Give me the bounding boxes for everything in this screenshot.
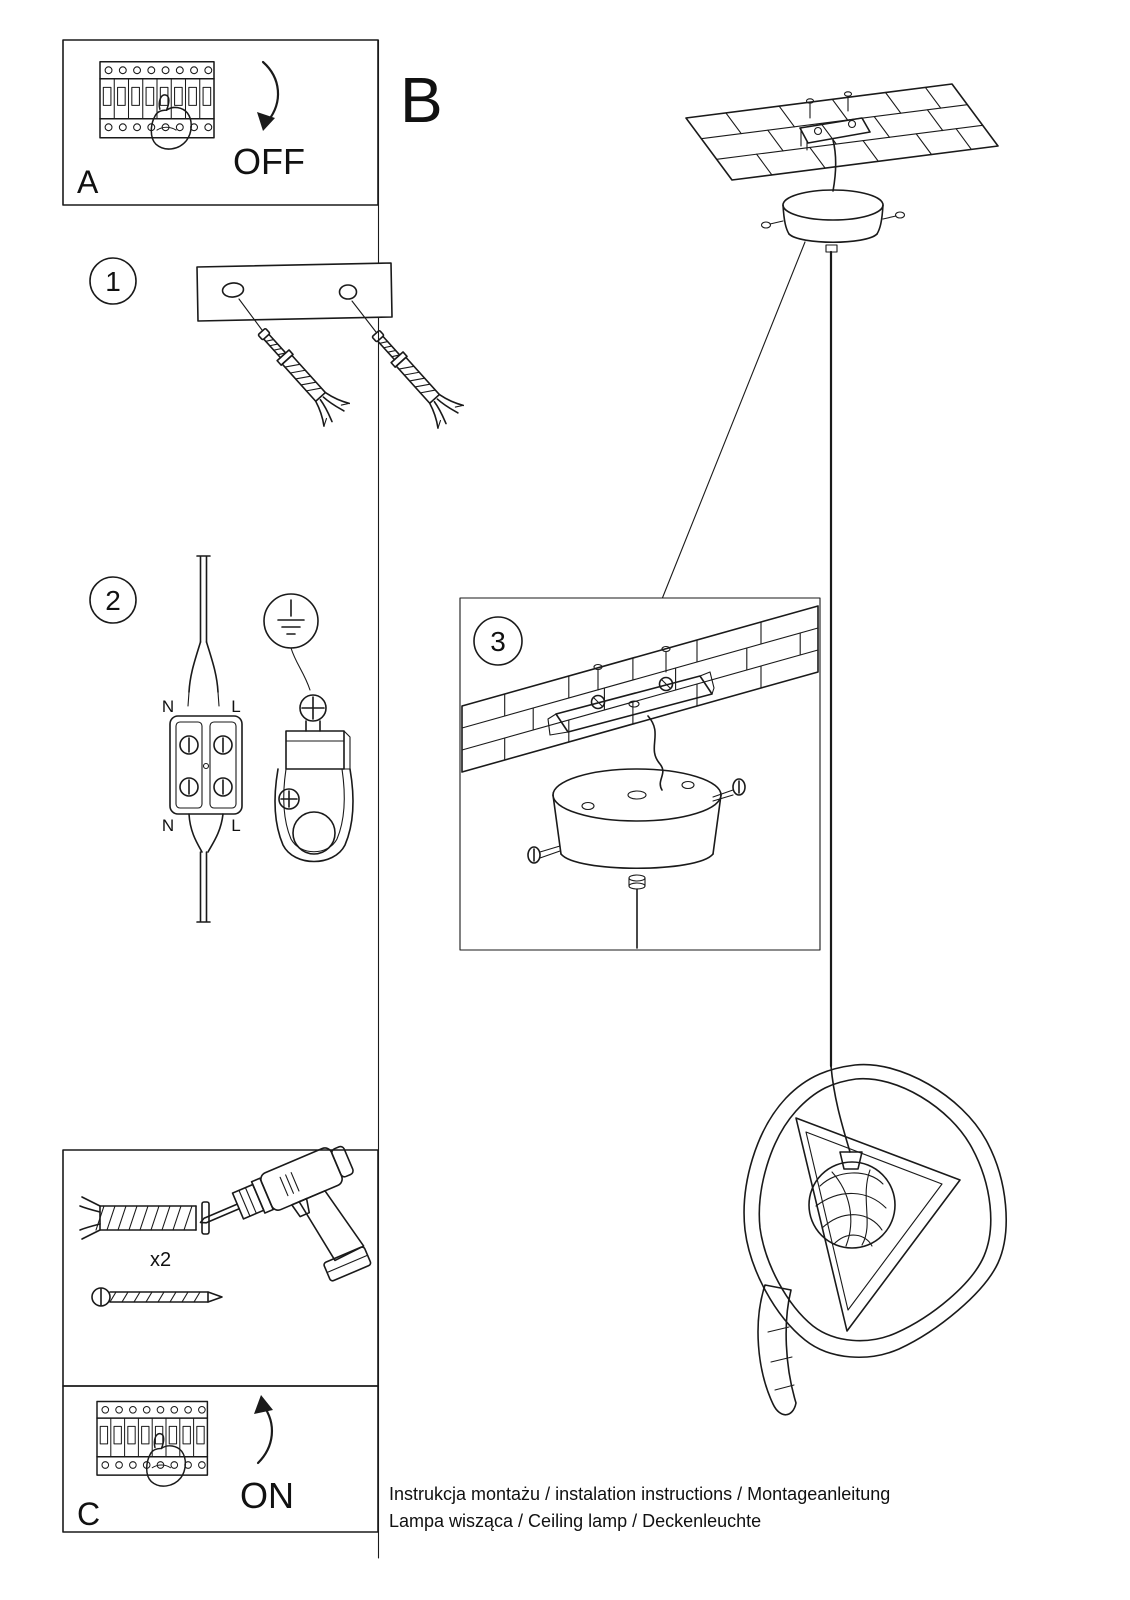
step-1-drawing: 1 — [89, 257, 466, 431]
canopy-drawing — [760, 189, 906, 253]
inset-leader-line — [661, 241, 806, 600]
ceiling-panel-drawing — [685, 83, 999, 181]
circuit-breaker-icon — [99, 60, 215, 150]
section-c-frame — [62, 1385, 379, 1533]
footer: Instrukcja montażu / instalation instruc… — [389, 1484, 890, 1531]
socket-icon — [839, 1151, 863, 1170]
bulb-icon — [808, 1161, 896, 1249]
canopy-screw-icon — [760, 211, 906, 229]
step-3-number: 3 — [490, 626, 506, 657]
drill-icon — [199, 1145, 372, 1282]
off-label: OFF — [233, 141, 305, 182]
footer-line-2: Lampa wisząca / Ceiling lamp / Deckenleu… — [389, 1511, 761, 1531]
wall-anchor-icon — [248, 319, 352, 429]
step-2-number: 2 — [105, 585, 121, 616]
terminal-block-drawing — [169, 715, 243, 815]
step-3-inset: 3 — [459, 597, 821, 951]
tools-box: x2 — [62, 1145, 379, 1387]
pendant-shade-drawing — [743, 1063, 1007, 1416]
footer-line-1: Instrukcja montażu / instalation instruc… — [389, 1484, 890, 1504]
section-a-label: A — [77, 164, 99, 200]
main-assembly-drawing — [661, 83, 1007, 1416]
section-c-label: C — [77, 1496, 100, 1532]
mounting-bracket-drawing — [799, 91, 871, 192]
ground-symbol-icon — [263, 593, 319, 691]
shade-flap-drawing — [757, 1284, 797, 1416]
section-a-box: OFF A — [62, 39, 379, 206]
wire-n-top-label: N — [162, 697, 174, 716]
section-c-box: ON C — [62, 1385, 379, 1533]
step-1-badge: 1 — [89, 257, 137, 305]
on-label: ON — [240, 1475, 294, 1516]
inset-bracket-drawing — [547, 645, 715, 791]
power-cable-drawing — [187, 555, 224, 923]
strain-relief-terminal-drawing — [274, 694, 354, 863]
arrow-up-icon — [254, 1395, 274, 1465]
circuit-breaker-icon — [96, 1400, 209, 1487]
inset-screw-icon — [527, 778, 746, 864]
tools-frame — [62, 1149, 379, 1387]
inset-canopy-drawing — [527, 768, 746, 949]
arrow-down-icon — [257, 60, 280, 131]
anchor-count-label: x2 — [150, 1249, 171, 1271]
wire-n-bottom-label: N — [162, 816, 174, 835]
mounting-plate-drawing — [196, 262, 393, 333]
wall-plug-icon — [79, 1196, 210, 1240]
screw-icon — [91, 1287, 223, 1307]
section-b-label: B — [400, 64, 443, 136]
section-a-frame — [62, 39, 379, 206]
wire-l-bottom-label: L — [231, 816, 240, 835]
wire-l-top-label: L — [231, 697, 240, 716]
inset-ceiling-drawing — [461, 605, 819, 773]
step-3-badge: 3 — [473, 616, 523, 666]
step-2-badge: 2 — [89, 576, 137, 624]
step-2-drawing: 2 N L N L — [89, 555, 354, 923]
step-1-number: 1 — [105, 266, 121, 297]
